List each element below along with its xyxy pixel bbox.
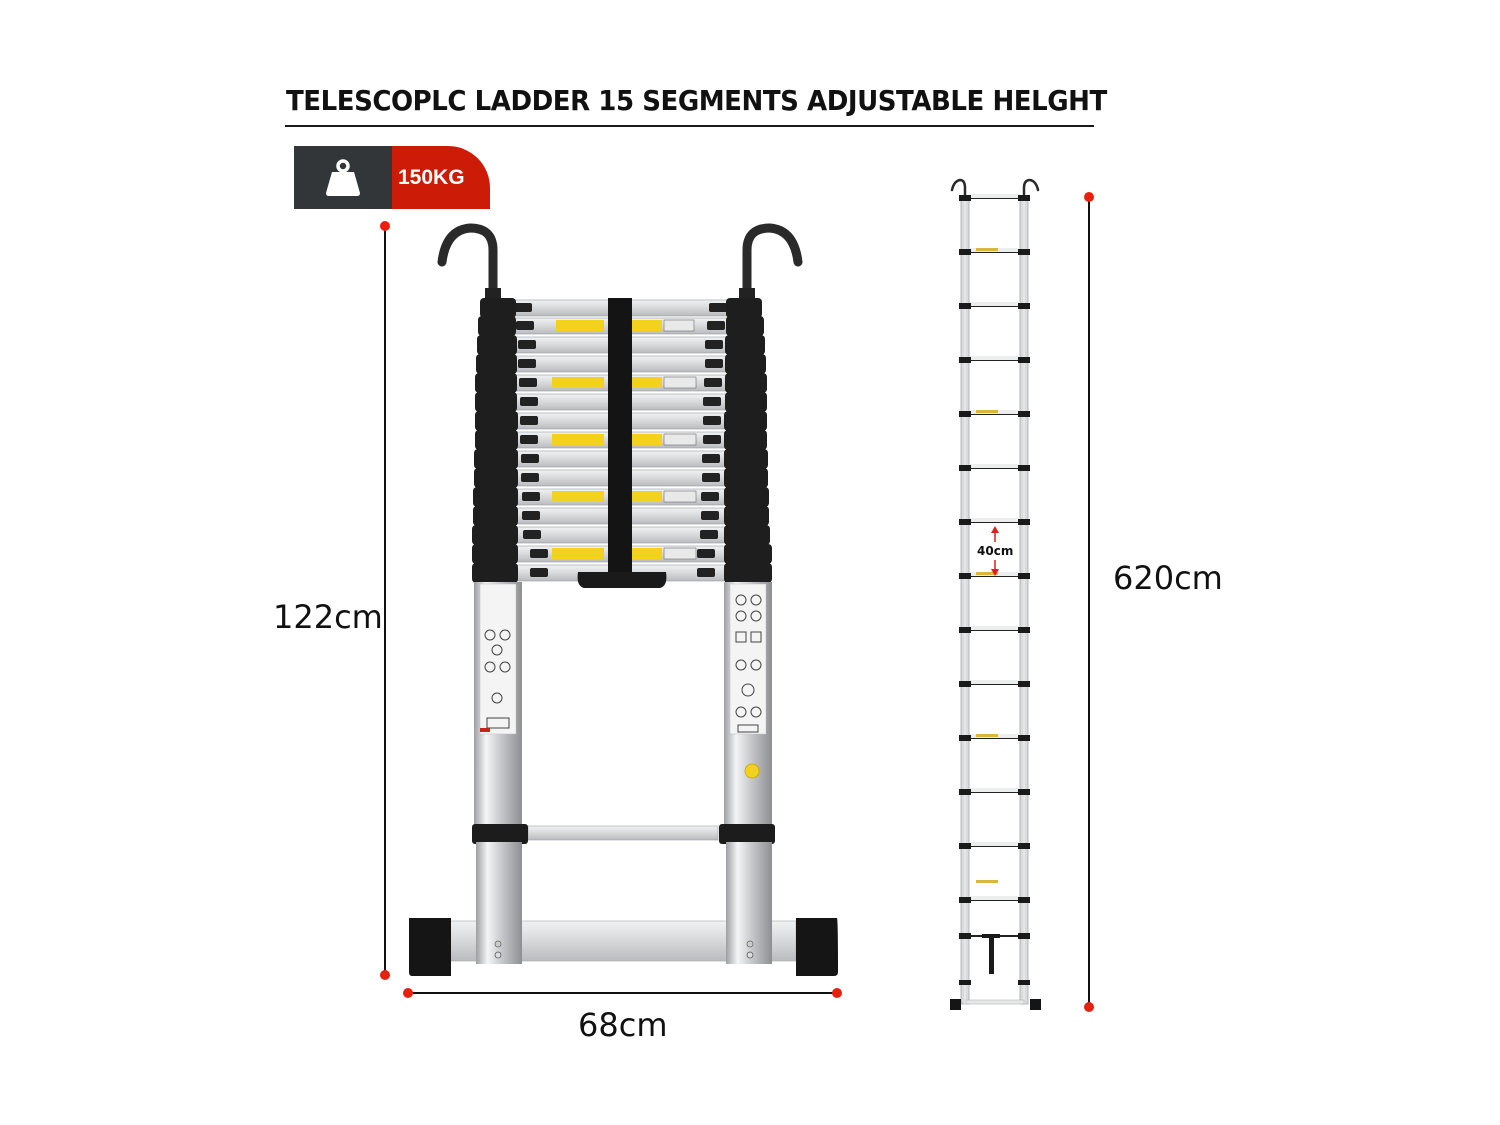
foot-right-icon [1030,999,1041,1010]
title-underline [285,125,1094,127]
extended-ladder [950,178,1041,1010]
rung-spacing-label: 40cm [976,544,1015,558]
arrow-up-icon [991,526,999,533]
weight-icon [326,158,360,196]
load-capacity-value: 150KG [392,146,490,209]
clamp-left [472,824,528,844]
width-dimension [403,988,842,998]
folded-ladder [409,223,838,976]
hook-left-icon [437,223,501,303]
bottom-rung [527,825,719,841]
center-strap [608,298,632,574]
arrow-down-icon [991,569,999,576]
rung-spacing-annotation [991,526,999,576]
foot-right-icon [796,918,838,976]
hook-right-icon [1022,178,1040,198]
t-handle-icon [577,572,667,588]
extended-height-dimension [1084,192,1094,1012]
extended-height-label: 620cm [1113,559,1223,597]
clamp-right [719,824,775,844]
badge-icon-box [294,146,392,209]
t-handle-icon [989,936,994,974]
inspection-sticker-icon [744,763,760,779]
page-title: TELESCOPLC LADDER 15 SEGMENTS ADJUSTABLE… [286,84,1107,117]
foot-left-icon [409,918,451,976]
safety-sticker-left [479,583,517,735]
load-capacity-badge: 150KG [294,146,490,209]
hook-right-icon [739,223,803,303]
safety-sticker-right [729,583,767,779]
closed-height-label: 122cm [273,598,383,636]
width-label: 68cm [578,1006,668,1044]
hook-left-icon [950,178,967,198]
closed-height-dimension [380,221,390,980]
foot-left-icon [950,999,961,1010]
